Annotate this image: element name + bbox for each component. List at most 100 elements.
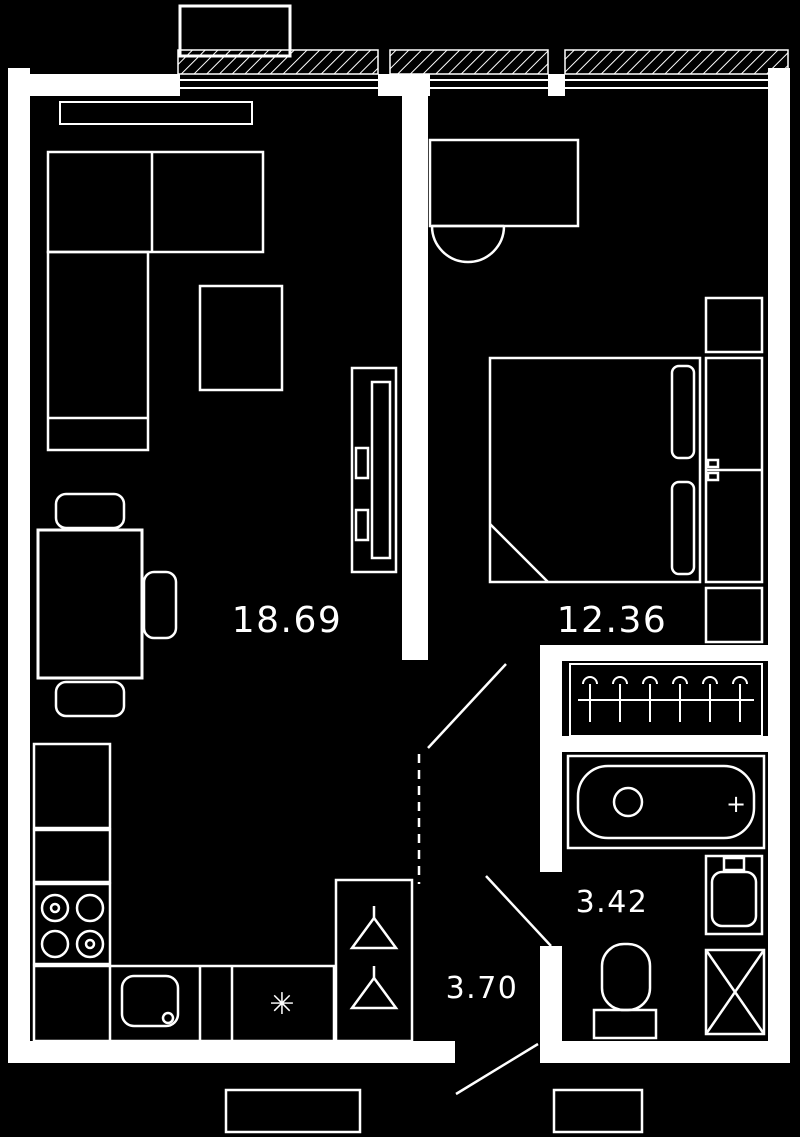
fridge-icon: ✳ [269,987,294,1022]
bed [488,356,702,584]
chair [54,680,126,718]
dining-table [36,528,144,680]
burner [75,893,105,923]
wall-top-pier [548,74,565,96]
washbasin [704,854,764,936]
room-area-label-bathroom: 3.42 [576,885,649,920]
kitchen-counter [32,964,336,1043]
landing-rect [552,1088,644,1134]
corner-sofa [46,150,265,452]
hanger-icon [349,966,399,1010]
burner-dot [49,902,61,914]
bedroom-door-leaf [427,663,507,749]
wall-hall-bath-upper [540,645,562,872]
toilet-bowl [600,942,652,1012]
hatch-band [389,49,549,75]
entry-door-leaf [455,1042,539,1096]
wardrobe [704,356,764,584]
tub-faucet-icon: + [726,790,746,818]
wardrobe-handle [706,458,720,469]
sink-faucet [161,1011,175,1025]
washing-machine-icon [704,948,766,1036]
toilet-tank [592,1008,658,1040]
hanger-triangle [349,975,399,1010]
kitchen-sink [120,974,180,1028]
bathtub-drain [612,786,644,818]
rail-hangers [582,676,748,722]
desk [428,138,580,228]
wall-left [8,68,30,1063]
washbasin-faucet [722,856,746,872]
wall-top-left [8,74,180,96]
wall-partition-living-bedroom [402,96,428,660]
hatch-band [564,49,789,75]
bathtub [566,754,766,850]
top-wall-hatch [177,49,789,75]
windows [59,79,788,125]
bathtub-inner [576,764,756,840]
blanket-fold [489,523,549,583]
chair-arc [430,225,506,264]
bed-frame [488,356,702,584]
coffee-table [198,284,284,392]
wall-right [768,68,790,1063]
wall-bottom-right [540,1041,790,1063]
tv-bracket [354,446,370,480]
kitchen-cabinet [32,828,112,884]
desk-chair [430,224,506,264]
doors [427,663,552,1096]
room-area-label-hallway: 3.70 [446,971,519,1006]
pillow [670,480,696,576]
hall-closet [334,878,414,1043]
tv-screen [370,380,392,560]
bathtub-outer [566,754,766,850]
washbasin-counter [704,854,764,936]
nightstand [704,586,764,644]
sofa-top-section [46,150,265,254]
wall-closet-bathroom [540,736,790,752]
dining-set [36,492,178,718]
hanger-hook [612,676,628,685]
hanger-icon [349,906,399,950]
hatch-band [177,49,379,75]
burner [75,929,105,959]
bathroom-door-leaf [485,875,552,947]
living-room [32,150,398,1043]
tv-console [350,366,398,574]
washing-machine-cross [704,949,766,1035]
kitchen-tall-unit [32,742,112,830]
hanger-hook [702,676,718,685]
nightstand [704,296,764,354]
toilet [592,942,658,1040]
radiator [59,101,253,125]
chair [54,492,126,530]
wardrobe-handle [706,471,720,482]
sofa-left-section [46,250,150,452]
burner [40,893,70,923]
wall-bedroom-closet [540,645,790,661]
kitchen [32,742,336,1043]
outside-landing [224,1088,644,1134]
hanger-hook [642,676,658,685]
room-area-label-bedroom: 12.36 [557,600,668,641]
hanger-hook [732,676,748,685]
bathroom [566,754,766,1040]
hallway [334,754,421,1043]
stove [32,882,112,966]
hanger-triangle [349,915,399,950]
landing-rect [224,1088,362,1134]
tv-console-body [350,366,398,574]
vent-shaft [178,4,292,58]
wall-top-pier [378,74,430,96]
washing-machine-box [704,948,766,1036]
closet-outline [569,663,763,737]
wall-bottom-left [8,1041,455,1063]
washbasin-bowl [710,870,758,928]
closet-niche [569,663,763,737]
chair [142,570,178,640]
hanger-hook [672,676,688,685]
pillow [670,364,696,460]
tv-bracket [354,508,370,542]
